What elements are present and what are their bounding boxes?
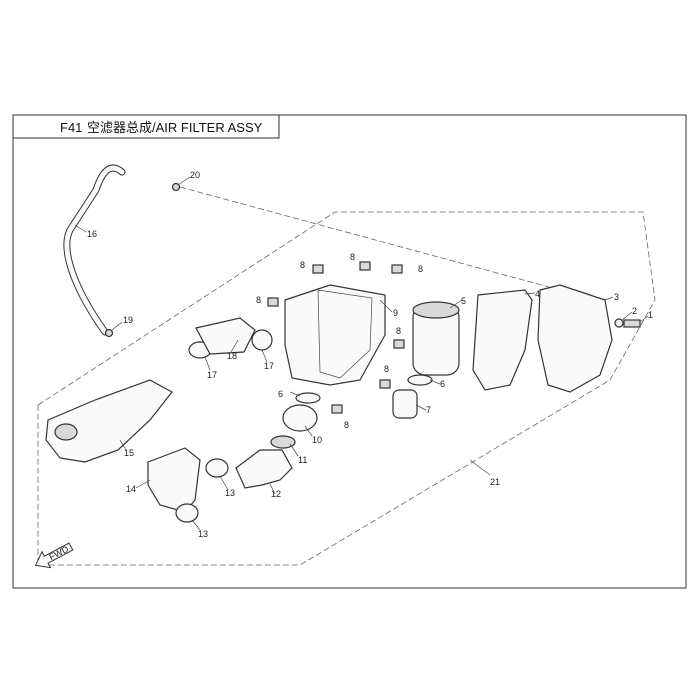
washer-2 [614, 318, 624, 328]
screw-1 [623, 319, 641, 328]
callout-8-a: 8 [300, 260, 305, 270]
clamp-6-left [295, 392, 321, 404]
elbow-hose-12 [235, 449, 293, 489]
dashed-link-20 [179, 186, 561, 291]
callout-17-left: 17 [207, 370, 217, 380]
callout-9: 9 [393, 308, 398, 318]
callout-16: 16 [87, 229, 97, 239]
callout-10: 10 [312, 435, 322, 445]
clip-8-f [379, 379, 391, 389]
callout-8-b: 8 [350, 252, 355, 262]
callout-2: 2 [632, 306, 637, 316]
callout-14: 14 [126, 484, 136, 494]
callout-6-left: 6 [278, 389, 283, 399]
clamp-6-right [407, 374, 433, 386]
callout-3: 3 [614, 292, 619, 302]
airbox-cover-3 [537, 284, 613, 393]
callout-19: 19 [123, 315, 133, 325]
intake-pipe-14 [147, 447, 201, 513]
hose-clip-19 [104, 328, 114, 338]
assembly-21-boundary [37, 211, 656, 566]
callout-1: 1 [648, 310, 653, 320]
intake-boot-10 [282, 404, 318, 432]
callout-8-g: 8 [344, 420, 349, 430]
callout-6-right: 6 [440, 379, 445, 389]
callout-8-f: 8 [384, 364, 389, 374]
gasket-4 [472, 289, 533, 391]
diagram-frame [12, 114, 687, 589]
callout-15: 15 [124, 448, 134, 458]
clamp-13-lower [175, 503, 199, 523]
clamp-13-upper [205, 458, 229, 478]
clamp-11 [270, 435, 296, 449]
callout-12: 12 [271, 489, 281, 499]
callout-8-c: 8 [418, 264, 423, 274]
filter-5-top [412, 301, 460, 319]
figure-code: F41 [60, 120, 82, 135]
callout-4: 4 [535, 289, 540, 299]
intake-connector-18 [195, 317, 256, 355]
clip-8-d [267, 297, 279, 307]
callout-21: 21 [490, 477, 500, 487]
callout-20: 20 [190, 170, 200, 180]
callout-18: 18 [227, 351, 237, 361]
clip-8-g [331, 404, 343, 414]
figure-title: 空滤器总成/AIR FILTER ASSY [87, 120, 263, 135]
callout-13-lower: 13 [198, 529, 208, 539]
hose-clip-20 [171, 182, 181, 192]
sleeve-7 [392, 389, 418, 419]
callout-8-e: 8 [396, 326, 401, 336]
clip-8-e [393, 339, 405, 349]
sleeve-17-right [251, 329, 273, 351]
clip-8-b [359, 261, 371, 271]
title-box [12, 114, 280, 139]
airbox-lower-housing-9 [284, 284, 386, 386]
callout-11: 11 [298, 455, 307, 465]
callout-5: 5 [461, 296, 466, 306]
callout-8-d: 8 [256, 295, 261, 305]
leader-lines [74, 176, 649, 531]
callout-7: 7 [426, 405, 431, 415]
intake-duct-15-inlet [54, 423, 78, 441]
airbox-9-seal [317, 289, 373, 379]
clip-8-c [391, 264, 403, 274]
intake-duct-15 [45, 379, 173, 463]
callout-17-right: 17 [264, 361, 274, 371]
callout-13-upper: 13 [225, 488, 235, 498]
clip-8-a [312, 264, 324, 274]
